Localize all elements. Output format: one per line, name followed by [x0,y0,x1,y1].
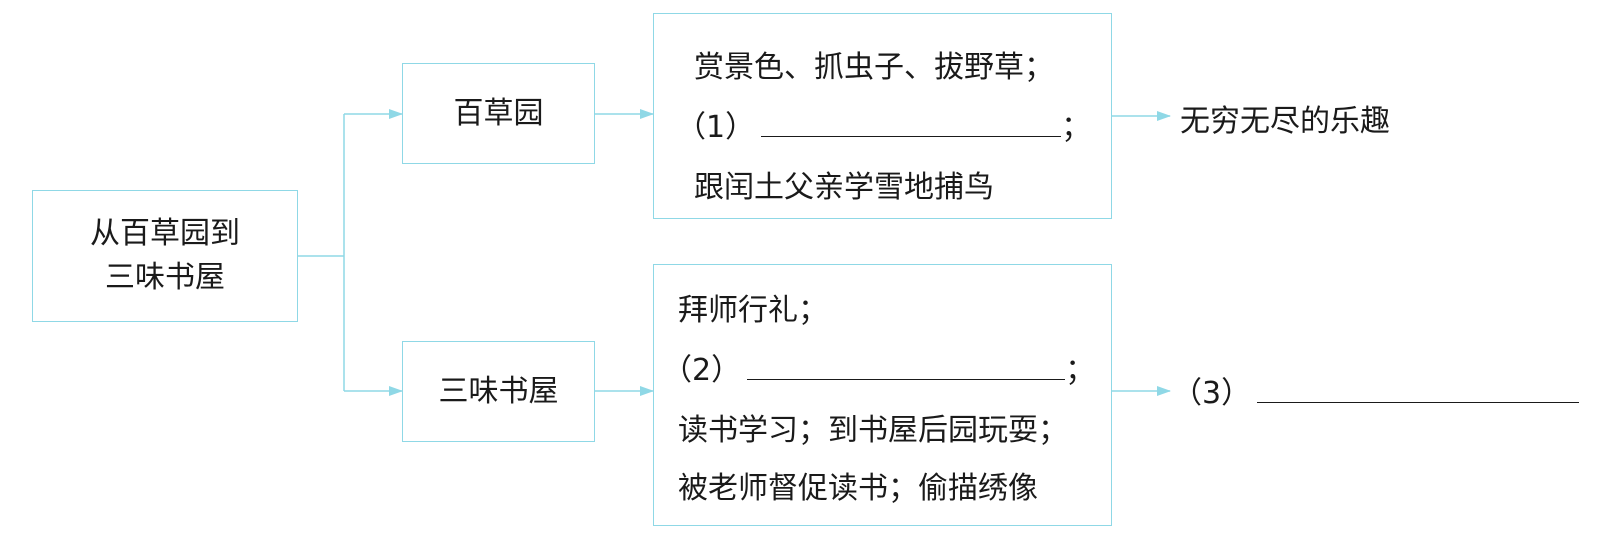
branch-label-baicaoyuan: 百草园 [453,95,544,131]
blank-2-label: （2） [662,353,742,388]
blank-1-suffix: ； [1061,110,1092,145]
top-content-line2: （1） ； [676,102,1091,146]
root-label-line2: 三味书屋 [105,260,225,295]
bottom-content-line4: 被老师督促读书；偷描绣像 [678,471,1038,506]
bottom-content-line2: （2） ； [662,345,1095,389]
branch-label-sanweishuwu: 三味书屋 [438,373,559,409]
blank-3-label: （3） [1172,376,1252,411]
blank-2-input[interactable] [747,349,1066,380]
top-content-line1: 赏景色、抓虫子、拔野草； [694,50,1054,85]
bottom-content-line3: 读书学习；到书屋后园玩耍； [678,413,1068,448]
top-result: 无穷无尽的乐趣 [1180,104,1390,139]
bottom-content-line1: 拜师行礼； [678,293,828,328]
blank-3-input[interactable] [1257,372,1580,403]
bottom-content-box: 拜师行礼； （2） ； 读书学习；到书屋后园玩耍； 被老师督促读书；偷描绣像 [653,264,1112,526]
branch-node-sanweishuwu: 三味书屋 [402,341,595,442]
root-label-line1: 从百草园到 [90,216,240,251]
root-node: 从百草园到 三味书屋 [32,190,298,322]
blank-2-suffix: ； [1065,353,1096,388]
blank-1-input[interactable] [761,106,1062,137]
branch-node-baicaoyuan: 百草园 [402,63,595,164]
top-content-box: 赏景色、抓虫子、拔野草； （1） ； 跟闰土父亲学雪地捕鸟 [653,13,1112,219]
blank-1-label: （1） [676,110,756,145]
top-content-line3: 跟闰土父亲学雪地捕鸟 [694,170,994,205]
bottom-result: （3） [1172,368,1580,412]
